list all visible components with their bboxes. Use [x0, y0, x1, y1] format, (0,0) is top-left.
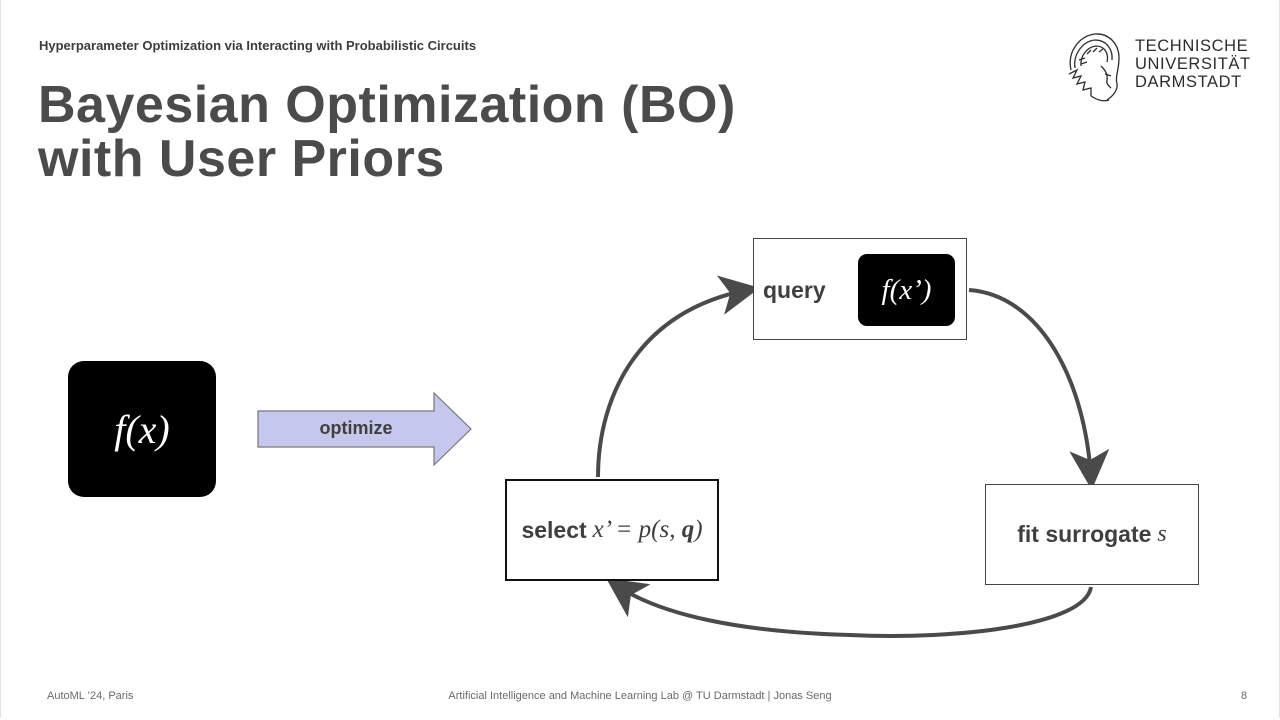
tu-darmstadt-logo: TECHNISCHE UNIVERSITÄT DARMSTADT — [1061, 30, 1251, 104]
optimize-label: optimize — [319, 418, 393, 438]
athena-seal-icon — [1068, 33, 1120, 102]
footer-lab: Artificial Intelligence and Machine Lear… — [448, 690, 832, 702]
footer-venue: AutoML ’24, Paris — [47, 690, 134, 702]
query-label: query — [763, 277, 826, 303]
select-equation-lhs: x’ = p(s, — [592, 516, 682, 543]
select-text: select — [521, 516, 587, 543]
select-equation: x’ = p(s, q) — [593, 516, 703, 544]
objective-function-label: f(x) — [114, 406, 170, 452]
query-eval-box: f(x’) — [858, 254, 955, 326]
logo-line-3: DARMSTADT — [1135, 73, 1242, 91]
slide-title: Bayesian Optimization (BO) with User Pri… — [38, 78, 736, 186]
optimize-arrow — [257, 391, 472, 467]
logo-wordmark: TECHNISCHE UNIVERSITÄT DARMSTADT — [1135, 37, 1251, 91]
page-number: 8 — [1241, 690, 1248, 702]
select-node: select x’ = p(s, q) — [505, 479, 719, 581]
slide-subtitle: Hyperparameter Optimization via Interact… — [39, 38, 477, 53]
fit-surrogate-label: fit surrogate s — [986, 485, 1198, 584]
select-equation-q: q — [681, 516, 695, 543]
select-equation-rhs: ) — [694, 516, 703, 543]
logo-line-1: TECHNISCHE — [1135, 37, 1249, 55]
select-label: select x’ = p(s, q) — [507, 481, 717, 579]
fit-surrogate-text: fit surrogate — [1017, 521, 1152, 547]
fit-surrogate-node: fit surrogate s — [985, 484, 1199, 585]
title-line-2: with User Priors — [38, 130, 445, 188]
surrogate-variable: s — [1157, 521, 1167, 547]
query-node: query f(x’) — [753, 238, 967, 340]
objective-function-box: f(x) — [68, 361, 216, 497]
query-eval-label: f(x’) — [881, 273, 932, 306]
logo-line-2: UNIVERSITÄT — [1135, 55, 1251, 73]
title-line-1: Bayesian Optimization (BO) — [38, 76, 736, 134]
